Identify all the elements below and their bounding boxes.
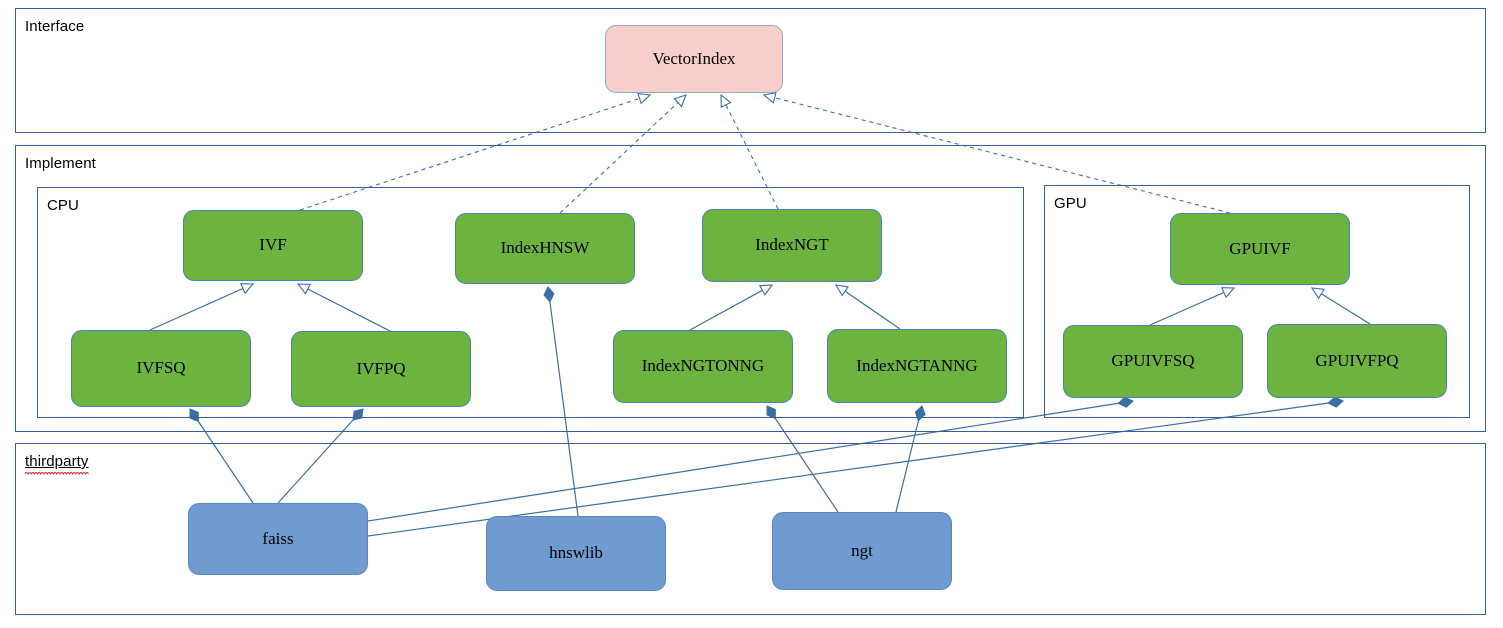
node-gpuivfsq[interactable]: GPUIVFSQ [1063, 325, 1243, 398]
node-ngt[interactable]: ngt [772, 512, 952, 590]
container-thirdparty [15, 443, 1486, 615]
node-ivfpq[interactable]: IVFPQ [291, 331, 471, 407]
node-indexngtonng[interactable]: IndexNGTONNG [613, 330, 793, 403]
node-hnswlib[interactable]: hnswlib [486, 516, 666, 591]
container-label-gpu: GPU [1054, 195, 1087, 212]
container-interface [15, 8, 1486, 133]
node-indexngt[interactable]: IndexNGT [702, 209, 882, 282]
container-label-cpu: CPU [47, 197, 79, 214]
container-gpu [1044, 185, 1470, 418]
container-implement [15, 145, 1486, 432]
container-label-implement: Implement [25, 155, 96, 172]
container-cpu [37, 187, 1024, 418]
node-ivf[interactable]: IVF [183, 210, 363, 281]
node-indexngtanng[interactable]: IndexNGTANNG [827, 329, 1007, 403]
node-faiss[interactable]: faiss [188, 503, 368, 575]
node-indexhnsw[interactable]: IndexHNSW [455, 213, 635, 284]
node-vectorindex[interactable]: VectorIndex [605, 25, 783, 93]
node-gpuivf[interactable]: GPUIVF [1170, 213, 1350, 285]
node-gpuivfpq[interactable]: GPUIVFPQ [1267, 324, 1447, 398]
container-label-thirdparty: thirdparty [25, 453, 89, 475]
container-label-interface: Interface [25, 18, 85, 35]
node-ivfsq[interactable]: IVFSQ [71, 330, 251, 407]
